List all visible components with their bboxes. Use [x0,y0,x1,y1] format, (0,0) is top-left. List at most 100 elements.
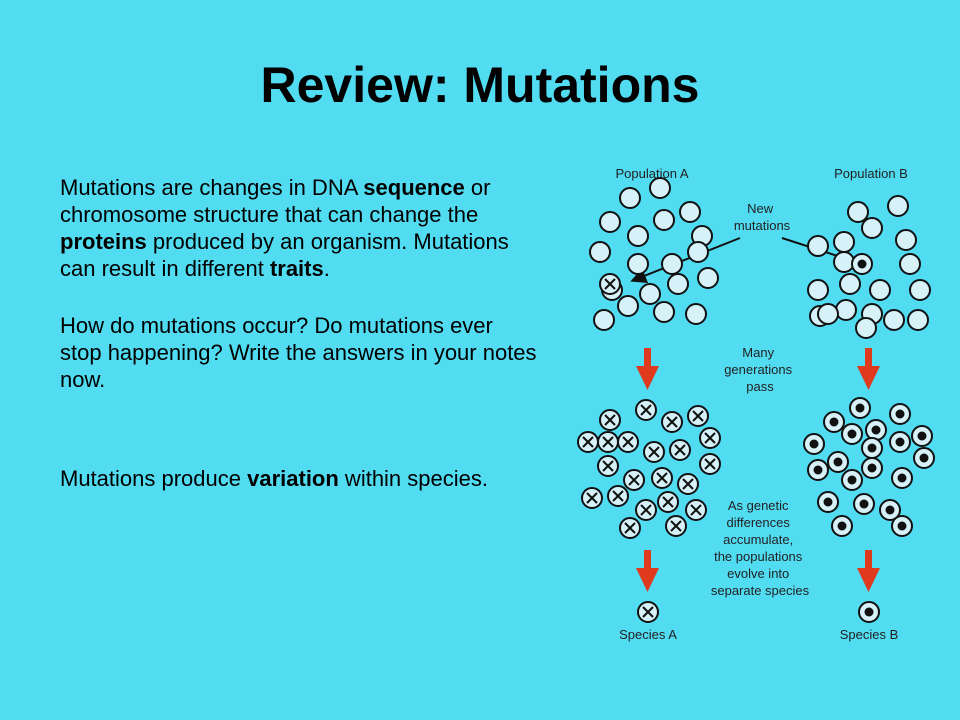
species-b-population-circle [849,397,871,419]
population-a-circle [617,295,639,317]
species-a-population-circle [651,467,673,489]
species-a-population-circle [617,431,639,453]
species-b-label: Species B [840,627,899,642]
population-b-circle [861,217,883,239]
species-b-population-circle [911,425,933,447]
species-a-population-circle [619,517,641,539]
population-b-circle [835,299,857,321]
species-a-population-circle [687,405,709,427]
species-b-population-circle [913,447,935,469]
species-a-population-circle [699,453,721,475]
species-a-population-circle [661,411,683,433]
species-a-population-circle [635,499,657,521]
many-generations-label: Many generations pass [724,345,796,394]
red-arrow-a2 [636,550,659,592]
species-a-population-circle [665,515,687,537]
species-b-population-circle [891,515,913,537]
population-b-circle [869,279,891,301]
population-b-circle [909,279,931,301]
population-a-circle [685,303,707,325]
species-b-population-circle [891,467,913,489]
population-a-circle [653,209,675,231]
population-a-circle [639,283,661,305]
body-text: Mutations are changes in DNA sequence or… [60,174,540,492]
paragraph-mutations-definition: Mutations are changes in DNA sequence or… [60,174,540,282]
population-a-circle [653,301,675,323]
bold-term: proteins [60,229,147,254]
species-a-population-circle [669,439,691,461]
population-a-circle [661,253,683,275]
species-a-label: Species A [619,627,677,642]
mutant-x-circle [599,273,621,295]
species-b-population-circle [803,433,825,455]
population-a-circle [649,177,671,199]
species-a-population-circle [597,455,619,477]
species-a-population-circle [623,469,645,491]
population-b-circle [817,303,839,325]
species-b-population-circle [889,403,911,425]
species-a-population-circle [635,399,657,421]
population-b-circle [907,309,929,331]
text-run: within species. [338,466,488,491]
population-b-circle [887,195,909,217]
new-mutations-label: New mutations [734,201,791,233]
species-b-population-circle [823,411,845,433]
text-run: Mutations produce [60,466,248,491]
population-b-circle [847,201,869,223]
species-b-population-circle [861,437,883,459]
population-b-circle [883,309,905,331]
paragraph-questions: How do mutations occur? Do mutations eve… [60,313,537,392]
bold-term: traits [269,256,324,281]
species-b-population-circle [841,423,863,445]
population-b-circle [833,251,855,273]
species-b-population-circle [889,431,911,453]
species-a-population-circle [607,485,629,507]
speciation-diagram: Population A Population B New mutations … [577,166,935,642]
population-a-circle [627,225,649,247]
species-b-population-circle [853,493,875,515]
population-a-circle [589,241,611,263]
species-b-population-circle [807,459,829,481]
species-a-population-circle [677,473,699,495]
population-b-circle [899,253,921,275]
population-a-circle [667,273,689,295]
population-a-label: Population A [615,166,688,181]
population-b-label: Population B [834,166,908,181]
species-b-population-circle [817,491,839,513]
bold-term: sequence [363,175,465,200]
species-a-population-circle [599,409,621,431]
population-a-circle [599,211,621,233]
population-b-circle [807,279,829,301]
population-b-circle [895,229,917,251]
species-a-population-circle [581,487,603,509]
slide-title: Review: Mutations [260,57,700,113]
red-arrow-a1 [636,348,659,390]
species-b-population-circle [879,499,901,521]
text-run: or chromosome structure that can change … [60,175,491,227]
species-b-population-circle [827,451,849,473]
bold-term: variation [247,466,339,491]
paragraph-variation: Mutations produce variation within speci… [60,465,540,492]
population-a-circle [627,253,649,275]
population-b-circle [807,235,829,257]
population-a-circle [687,241,709,263]
species-a-population-circle [699,427,721,449]
species-b-circle [858,601,880,623]
species-a-population-circle [685,499,707,521]
species-b-population-circle [861,457,883,479]
species-a-population-circle [597,431,619,453]
population-a-circle [619,187,641,209]
population-a-circle [679,201,701,223]
accumulate-label: As genetic differences accumulate, the p… [711,498,810,598]
species-a-population-circle [643,441,665,463]
text-run: . [323,256,330,281]
text-run: Mutations are changes in DNA [60,175,364,200]
population-a-circle [593,309,615,331]
text-run: produced by an organism. Mutations can r… [60,229,509,281]
population-b-circle [855,317,877,339]
species-a-circle [637,601,659,623]
population-b-circle [833,231,855,253]
population-b-circle [839,273,861,295]
new-mutations-arrow-a [630,237,741,284]
species-b-population-circle [841,469,863,491]
